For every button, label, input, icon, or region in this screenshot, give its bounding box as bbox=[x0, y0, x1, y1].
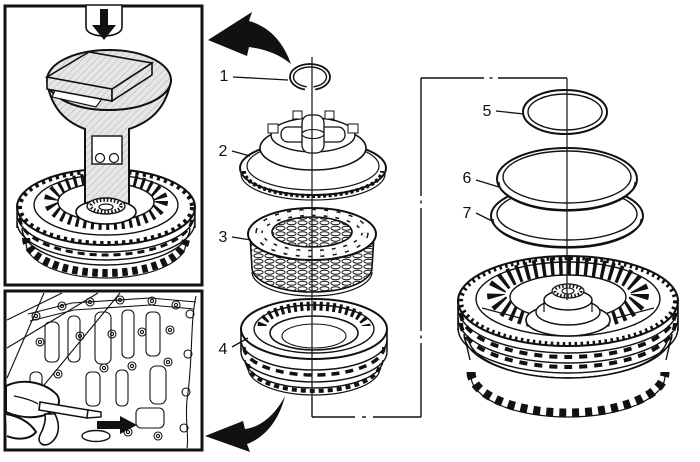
snap-ring-part-1 bbox=[289, 63, 331, 91]
clutch-drum-assembly bbox=[457, 255, 679, 418]
housing-plate-tabs bbox=[242, 346, 386, 377]
seal-ring-part-5 bbox=[522, 89, 608, 135]
press-tool-bar bbox=[44, 51, 155, 90]
press-rod bbox=[85, 4, 123, 40]
leader-line-1 bbox=[232, 76, 289, 81]
right-arrow-icon bbox=[97, 416, 137, 434]
callout-label-7: 7 bbox=[463, 205, 472, 222]
inset-box-valve-body bbox=[3, 289, 204, 452]
callout-label-4: 4 bbox=[219, 341, 228, 358]
down-arrow-icon bbox=[92, 9, 116, 40]
clutch-housing-part-4 bbox=[240, 298, 388, 396]
drum-hub bbox=[525, 283, 611, 337]
hand-with-air-gun bbox=[5, 380, 137, 446]
target-port bbox=[81, 429, 111, 443]
piston-rim-hatch bbox=[242, 170, 384, 198]
callout-label-6: 6 bbox=[463, 170, 472, 187]
drum-spline-band bbox=[487, 257, 649, 331]
leader-line-4 bbox=[231, 337, 249, 348]
housing-teeth bbox=[257, 301, 371, 327]
callout-label-2: 2 bbox=[219, 143, 228, 160]
gasket-edge bbox=[185, 295, 197, 449]
right-assembly bbox=[457, 89, 679, 418]
curved-arrow-icon bbox=[208, 12, 291, 64]
hub-spline-bore bbox=[553, 284, 583, 298]
leader-line-2 bbox=[231, 150, 251, 157]
press-tool-window bbox=[91, 135, 123, 165]
drum-plate-tabs bbox=[18, 217, 194, 257]
callout-label-3: 3 bbox=[219, 229, 228, 246]
drum-hub bbox=[75, 197, 137, 225]
air-gun-tip bbox=[86, 409, 102, 419]
callouts bbox=[231, 76, 525, 348]
thumb bbox=[5, 413, 38, 440]
leader-line-6 bbox=[475, 179, 500, 188]
inset-box-press-tool bbox=[3, 4, 204, 287]
leader-line-7 bbox=[475, 212, 493, 222]
leader-line-5 bbox=[495, 110, 525, 115]
curved-arrow-icon bbox=[205, 396, 285, 452]
drum-serrated-rim bbox=[459, 256, 677, 346]
apply-piston-part-2 bbox=[239, 110, 387, 201]
press-tool bbox=[44, 49, 173, 212]
drum-teeth bbox=[22, 237, 190, 277]
spring-assembly-part-3 bbox=[247, 207, 377, 297]
drum-serrated-rim bbox=[18, 169, 194, 245]
callout-label-1: 1 bbox=[220, 68, 229, 85]
hub-spline-bore bbox=[89, 198, 123, 214]
leader-line-3 bbox=[231, 236, 252, 241]
callout-label-5: 5 bbox=[483, 103, 492, 120]
exploded-view bbox=[239, 63, 567, 418]
drum-plate-tabs bbox=[459, 312, 677, 359]
air-gun-trigger bbox=[38, 413, 60, 446]
bracket-line bbox=[311, 77, 567, 418]
